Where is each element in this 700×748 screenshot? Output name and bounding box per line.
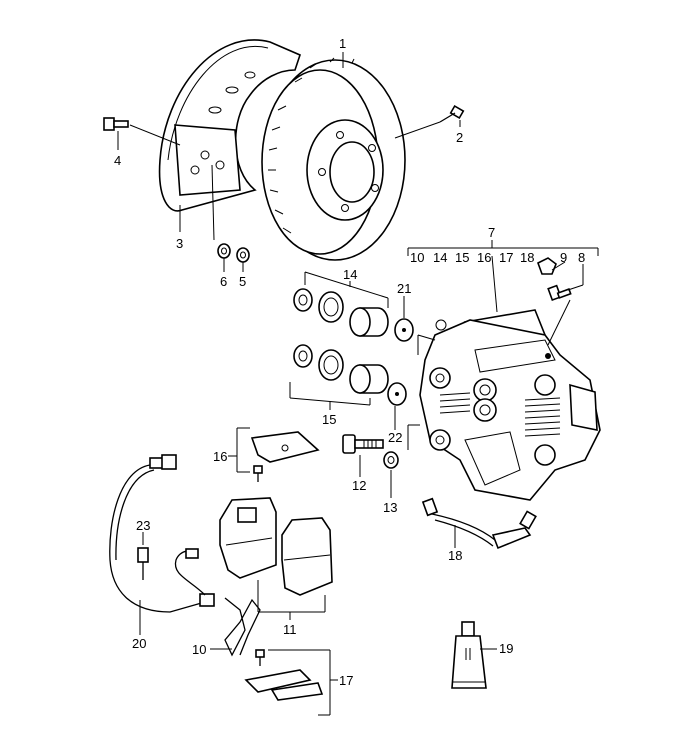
part-8-bleeder-valve (547, 284, 572, 302)
part-10-retaining-spring (224, 597, 261, 657)
part-3-dust-shield (158, 39, 301, 212)
callout-4: 4 (114, 153, 121, 168)
caliper-includes-18: 18 (520, 250, 534, 265)
callout-6: 6 (220, 274, 227, 289)
part-6-washer (217, 243, 231, 259)
callout-23: 23 (136, 518, 150, 533)
part-22-insulator (387, 382, 407, 406)
part-11-brake-pads (219, 497, 333, 596)
caliper-includes-row: 10 14 15 16 17 18 (410, 250, 534, 265)
part-2-screw (439, 104, 465, 123)
callout-21: 21 (397, 281, 411, 296)
part-15-piston-set (293, 344, 389, 394)
callout-22: 22 (388, 430, 402, 445)
callout-16: 16 (213, 449, 227, 464)
caliper-includes-17: 17 (499, 250, 513, 265)
part-5-nut (236, 247, 250, 263)
callout-17: 17 (339, 673, 353, 688)
callout-5: 5 (239, 274, 246, 289)
caliper-includes-14: 14 (433, 250, 447, 265)
callout-3: 3 (176, 236, 183, 251)
callout-15: 15 (322, 412, 336, 427)
part-23-clip (137, 547, 149, 580)
part-9-bleeder-cap (537, 257, 557, 275)
part-19-grease-tube (451, 621, 487, 689)
callout-2: 2 (456, 130, 463, 145)
caliper-includes-16: 16 (477, 250, 491, 265)
callout-10: 10 (192, 642, 206, 657)
part-17-anti-squeal-plates (244, 649, 324, 701)
callout-11: 11 (283, 622, 297, 637)
part-14-piston-set (293, 288, 389, 337)
part-7-brake-caliper (419, 309, 601, 501)
callout-19: 19 (499, 641, 513, 656)
leader-lines (117, 52, 599, 716)
callout-12: 12 (352, 478, 366, 493)
part-12-caliper-bolt (342, 434, 384, 454)
part-16-spreader-spring (250, 431, 320, 482)
part-21-insulator (394, 318, 414, 342)
part-4-bolt (103, 117, 129, 131)
callout-7: 7 (488, 225, 495, 240)
callout-9: 9 (560, 250, 567, 265)
callout-20: 20 (132, 636, 146, 651)
caliper-includes-15: 15 (455, 250, 469, 265)
callout-13: 13 (383, 500, 397, 515)
part-13-washer (383, 451, 399, 469)
callout-labels: 1 2 3 4 5 6 7 8 9 10 11 12 13 14 15 16 1… (114, 36, 585, 688)
part-1-brake-disc (261, 57, 406, 261)
caliper-includes-10: 10 (410, 250, 424, 265)
callout-1: 1 (339, 36, 346, 51)
part-18-brake-hose (421, 497, 537, 550)
callout-14: 14 (343, 267, 357, 282)
callout-18: 18 (448, 548, 462, 563)
callout-8: 8 (578, 250, 585, 265)
part-20-wear-sensor-cable (109, 454, 215, 613)
